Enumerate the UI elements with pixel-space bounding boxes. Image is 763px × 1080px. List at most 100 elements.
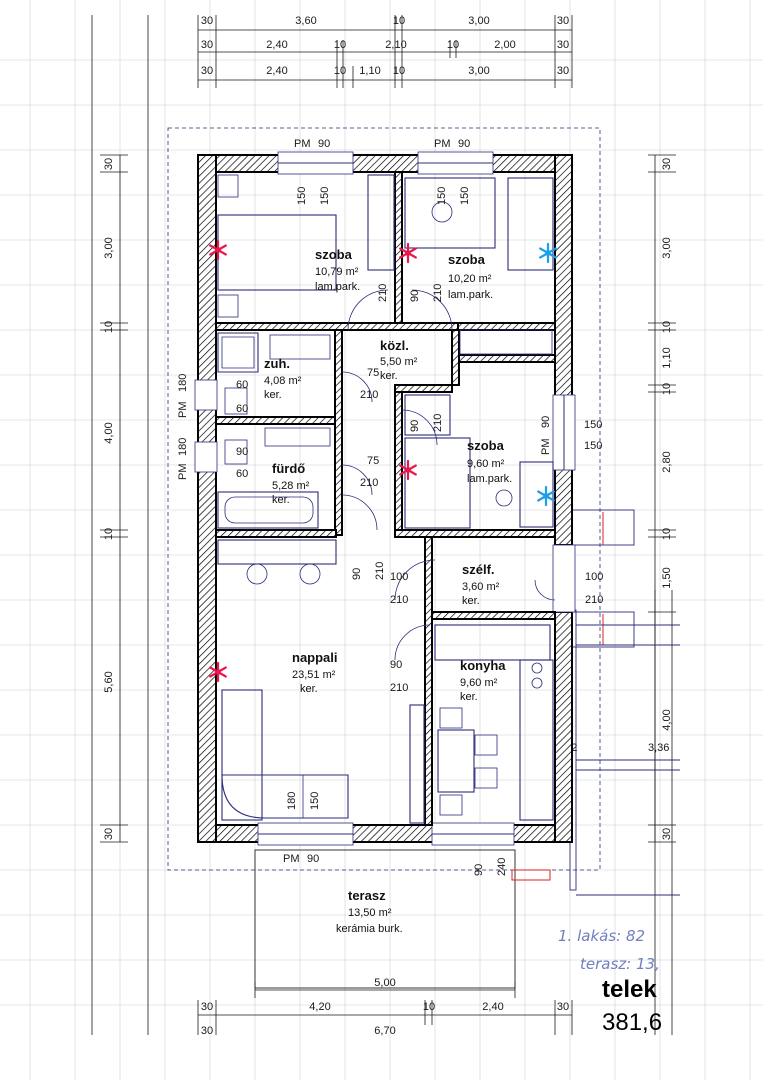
dim-top-2b: 2,40	[266, 39, 287, 51]
room-floor-terasz: kerámia burk.	[336, 923, 403, 935]
note-terasz: terasz: 13,	[580, 955, 660, 973]
dim-left-2: 3,00	[103, 237, 115, 258]
door-w-2: 90	[409, 290, 421, 302]
dim-left-5: 10	[103, 528, 115, 540]
room-floor-zuh: ker.	[264, 389, 282, 401]
side-dim-2: 3,36	[648, 742, 669, 754]
room-name-konyha: konyha	[460, 658, 506, 673]
door-h-10: 240	[496, 858, 508, 876]
dim-right-9: 4,00	[661, 709, 673, 730]
room-area-terasz: 13,50 m²	[348, 907, 392, 919]
pm-width-6: 90	[307, 853, 319, 865]
pm-label-5: PM	[540, 439, 552, 456]
door-w-7: 100	[390, 571, 408, 583]
door-h-3: 210	[360, 389, 378, 401]
dim-bottom-2b: 6,70	[374, 1025, 395, 1037]
win-h-1: 150	[296, 187, 308, 205]
dim-top-2d: 2,10	[385, 39, 406, 51]
dim-top-3d: 1,10	[359, 65, 380, 77]
summary-notes: 1. lakás: 82 terasz: 13, telek 381,6	[558, 927, 662, 1036]
room-area-szoba-2: 10,20 m²	[448, 273, 492, 285]
dim-left-4: 4,00	[103, 422, 115, 443]
door-w-9: 90	[390, 659, 402, 671]
dimensions-right: 30 3,00 10 1,10 10 2,80 10 1,50 4,00 30	[648, 154, 676, 843]
dimensions-left: 30 3,00 10 4,00 10 5,60 30	[100, 154, 128, 843]
door-swings	[341, 289, 556, 661]
win-h-5: 150	[584, 419, 602, 431]
dim-top-2c: 10	[334, 39, 346, 51]
win-sill-2: 60	[236, 403, 248, 415]
room-area-konyha: 9,60 m²	[460, 677, 498, 689]
room-floor-kozl: ker.	[380, 370, 398, 382]
room-name-kozl: közl.	[380, 338, 409, 353]
dim-right-1: 30	[661, 158, 673, 170]
room-area-kozl: 5,50 m²	[380, 356, 418, 368]
room-labels: szoba 10,79 m² lam.park. szoba 10,20 m² …	[264, 247, 512, 703]
door-w-8: 100	[585, 571, 603, 583]
room-name-szelf: szélf.	[462, 562, 495, 577]
dim-bottom-2a: 30	[201, 1025, 213, 1037]
dimensions-top: 30 3,60 10 3,00 30 30 2,40 10 2,10 10 2,…	[197, 15, 573, 88]
note-lakas: 1. lakás: 82	[558, 927, 645, 945]
note-telek: telek	[602, 976, 657, 1003]
room-area-zuh: 4,08 m²	[264, 375, 302, 387]
dim-top-1d: 3,00	[468, 15, 489, 27]
pm-label-6: PM	[283, 853, 300, 865]
dim-right-7: 10	[661, 528, 673, 540]
door-h-4: 210	[432, 414, 444, 432]
door-w-3: 75	[367, 367, 379, 379]
room-name-terasz: terasz	[348, 888, 386, 903]
furniture	[217, 174, 554, 824]
win-h-8: 150	[309, 792, 321, 810]
room-name-furdo: fürdő	[272, 461, 305, 476]
dim-right-6: 2,80	[661, 451, 673, 472]
door-h-5: 210	[360, 477, 378, 489]
pm-width-1: 90	[318, 138, 330, 150]
terrace: 5,00 terasz 13,50 m² kerámia burk.	[254, 849, 516, 998]
win-h-2: 150	[319, 187, 331, 205]
dim-bottom-1e: 30	[557, 1001, 569, 1013]
door-h-1: 210	[377, 284, 389, 302]
dim-top-3f: 3,00	[468, 65, 489, 77]
opening-labels: PM 90 PM 90 150 150 150 150 PM 180 PM 18…	[177, 138, 603, 876]
room-name-szoba-1: szoba	[315, 247, 353, 262]
door-h-2: 210	[432, 284, 444, 302]
dim-bottom-1a: 30	[201, 1001, 213, 1013]
dim-left-7: 30	[103, 828, 115, 840]
door-w-5: 75	[367, 455, 379, 467]
room-area-furdo: 5,28 m²	[272, 480, 310, 492]
terrace-dim: 5,00	[374, 977, 395, 989]
win-w-3: 180	[177, 374, 189, 392]
dim-top-1e: 30	[557, 15, 569, 27]
room-floor-szoba-2: lam.park.	[448, 289, 493, 301]
windows	[194, 151, 576, 846]
door-w-10: 90	[473, 864, 485, 876]
roof-outline	[167, 127, 601, 871]
dim-top-1c: 10	[393, 15, 405, 27]
dim-top-2e: 10	[447, 39, 459, 51]
pm-width-5: 90	[540, 416, 552, 428]
room-name-zuh: zuh.	[264, 356, 290, 371]
room-floor-nappali: ker.	[300, 683, 318, 695]
dim-top-3c: 10	[334, 65, 346, 77]
win-sill-1: 60	[236, 379, 248, 391]
win-h-6: 150	[584, 440, 602, 452]
room-floor-furdo: ker.	[272, 494, 290, 506]
dimensions-bottom: 30 4,20 10 2,40 30 30 6,70	[197, 1000, 573, 1037]
win-h-7: 180	[286, 792, 298, 810]
win-h-4: 150	[459, 187, 471, 205]
room-floor-szelf: ker.	[462, 595, 480, 607]
dim-right-3: 10	[661, 321, 673, 333]
win-w-4: 180	[177, 438, 189, 456]
room-floor-konyha: ker.	[460, 691, 478, 703]
dim-left-6: 5,60	[103, 671, 115, 692]
interior-walls	[215, 171, 556, 826]
room-name-nappali: nappali	[292, 650, 338, 665]
dim-left-1: 30	[103, 158, 115, 170]
room-name-szoba-3: szoba	[467, 438, 505, 453]
door-h-7: 210	[390, 594, 408, 606]
pm-label-3: PM	[177, 402, 189, 419]
door-h-8: 210	[585, 594, 603, 606]
dim-top-3b: 2,40	[266, 65, 287, 77]
